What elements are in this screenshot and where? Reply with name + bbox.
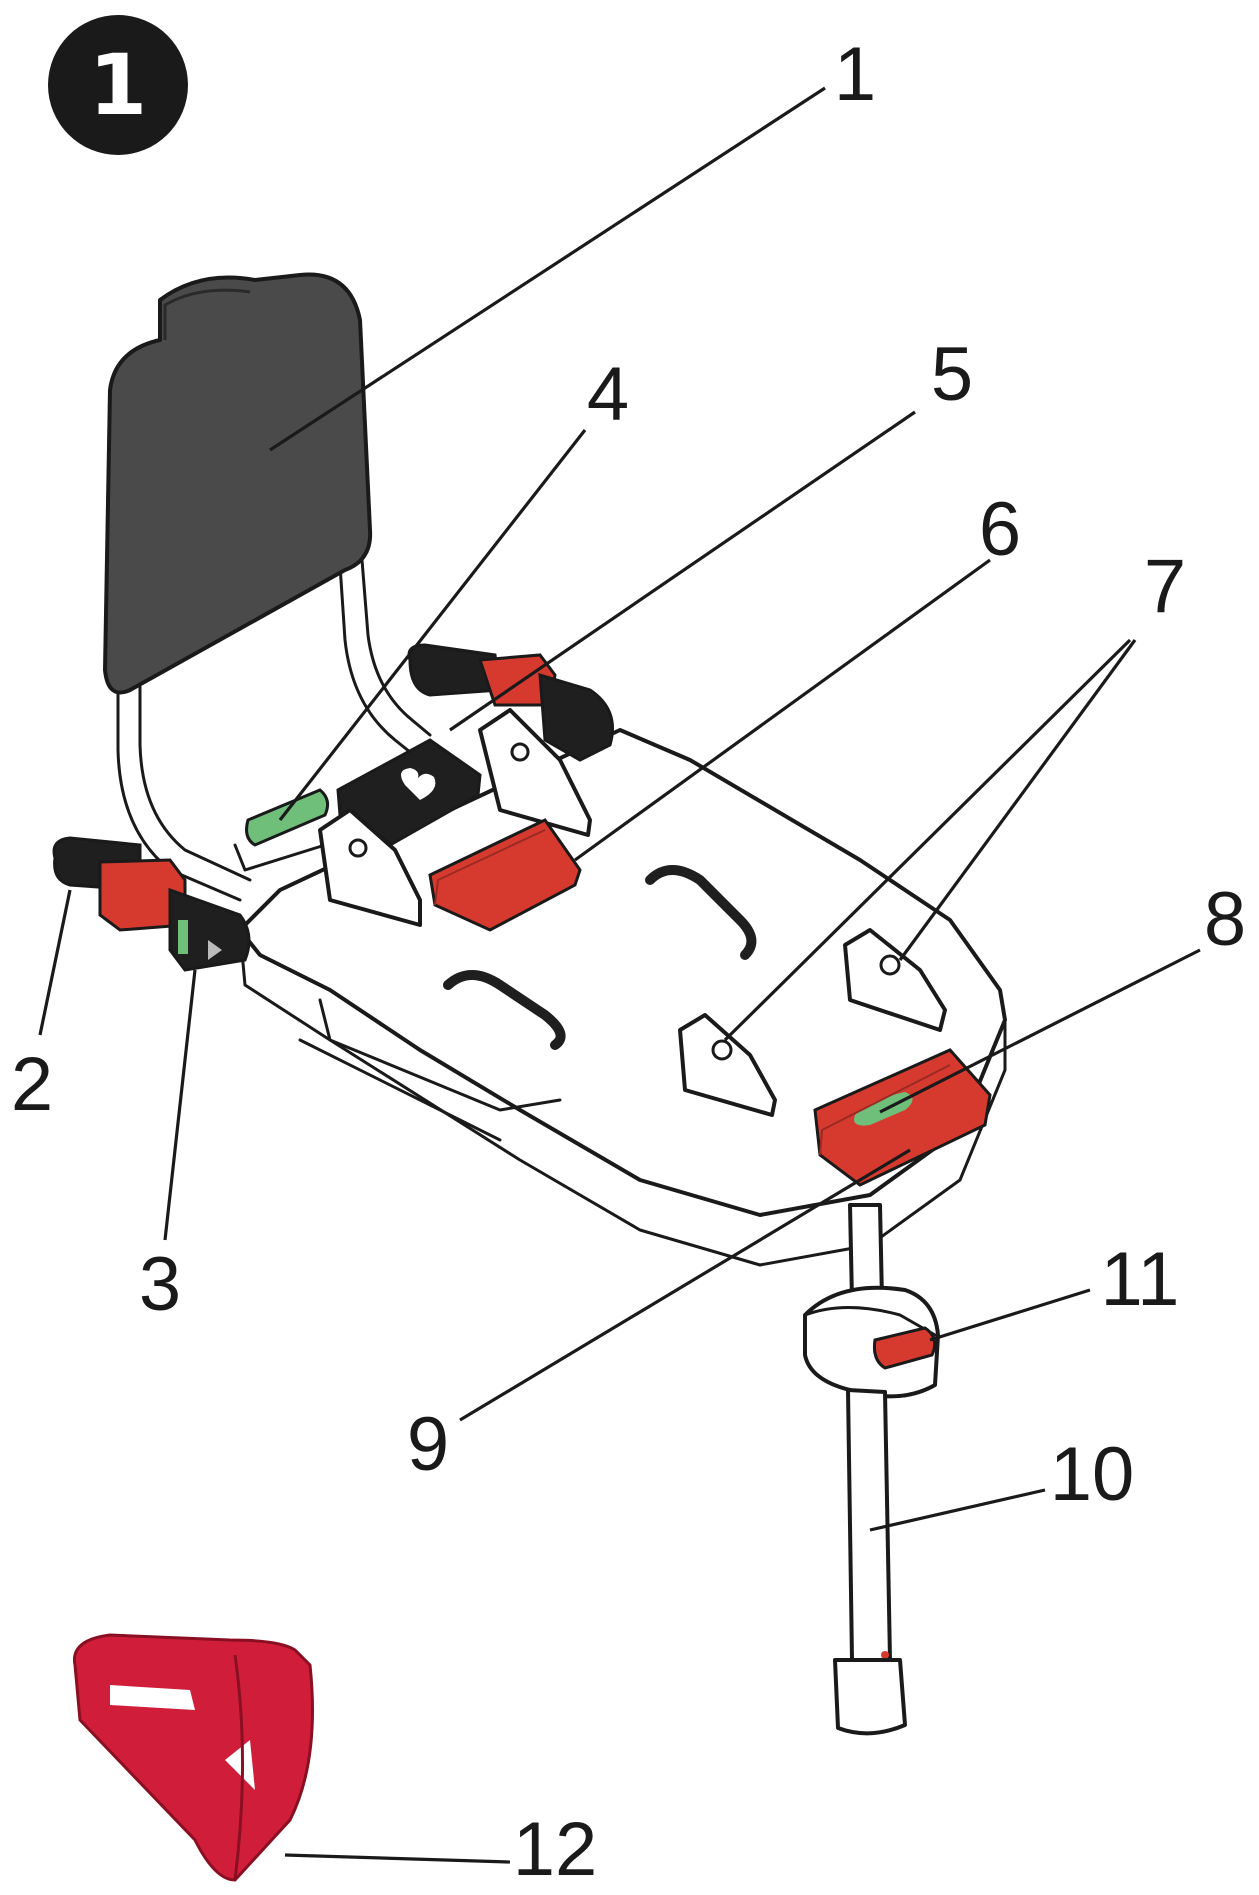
- leader-10: [869, 1488, 1046, 1532]
- leader-lines: [38, 86, 1201, 1864]
- callout-7: 7: [1144, 544, 1186, 629]
- leader-12: [284, 1853, 511, 1864]
- green-release-handle: [233, 788, 330, 872]
- red-block-center: [428, 818, 582, 932]
- callout-11: 11: [1101, 1237, 1180, 1322]
- callout-numbers: 1 2 3 4 5 6 7 8 9 10 11 12: [11, 32, 1246, 1892]
- red-indicator-block: [813, 1048, 992, 1187]
- leader-4: [278, 429, 587, 821]
- leader-1: [269, 86, 826, 452]
- leader-9: [459, 1148, 911, 1422]
- crimson-wedge-accessory: [72, 1633, 314, 1882]
- headrest: [103, 272, 373, 695]
- leader-5: [449, 410, 916, 732]
- support-leg: [803, 1203, 940, 1736]
- support-brackets: [318, 708, 592, 927]
- step-badge: 1: [48, 15, 188, 155]
- leader-6: [574, 558, 991, 862]
- callout-4: 4: [587, 352, 629, 437]
- leader-2: [38, 889, 72, 1036]
- rear-fixing-loops: [678, 928, 947, 1117]
- leader-7b: [898, 639, 1137, 961]
- callout-2: 2: [11, 1042, 53, 1127]
- callout-1: 1: [834, 32, 876, 117]
- isofix-connector-left: [52, 836, 251, 972]
- platform-slots: [443, 865, 757, 1050]
- callout-8: 8: [1204, 877, 1246, 962]
- callout-12: 12: [513, 1807, 598, 1892]
- leader-8: [879, 948, 1201, 1114]
- step-badge-number: 1: [89, 36, 147, 134]
- leader-3: [163, 969, 197, 1241]
- callout-5: 5: [931, 332, 973, 417]
- base-platform: [238, 728, 1007, 1267]
- callout-9: 9: [407, 1402, 449, 1487]
- callout-3: 3: [139, 1242, 181, 1327]
- isofix-connector-right: [407, 643, 614, 762]
- leader-11: [929, 1288, 1091, 1342]
- callout-6: 6: [979, 487, 1021, 572]
- callout-10: 10: [1050, 1432, 1135, 1517]
- leader-7a: [723, 638, 1132, 1042]
